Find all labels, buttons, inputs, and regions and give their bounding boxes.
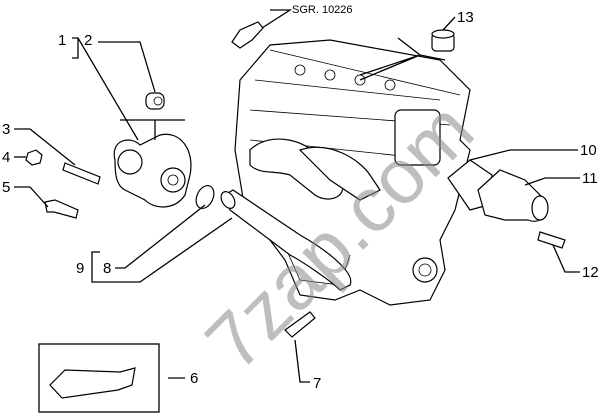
water-pump xyxy=(113,133,192,208)
temperature-sensor xyxy=(231,21,264,49)
bolt-7-part xyxy=(284,311,316,338)
label-9: 9 xyxy=(76,260,84,277)
label-12: 12 xyxy=(582,264,599,281)
sealant-box xyxy=(38,343,160,413)
label-7: 7 xyxy=(313,375,321,392)
bushing-part xyxy=(145,92,165,110)
label-13: 13 xyxy=(457,9,474,26)
label-2: 2 xyxy=(84,32,92,49)
nut-part xyxy=(25,149,43,166)
coolant-pipe xyxy=(224,189,352,291)
label-11: 11 xyxy=(582,170,598,187)
label-10: 10 xyxy=(580,142,597,159)
label-3: 3 xyxy=(2,121,10,138)
label-1: 1 xyxy=(58,32,66,49)
bolt-part xyxy=(44,199,79,219)
sealant-tube xyxy=(49,367,136,399)
bolt-12-part xyxy=(537,231,566,249)
label-8: 8 xyxy=(103,260,111,277)
leader-lines xyxy=(14,9,580,383)
reference-code: SGR. 10226 xyxy=(292,4,353,16)
label-5: 5 xyxy=(2,179,10,196)
label-6: 6 xyxy=(190,370,198,387)
gasket-ring xyxy=(195,185,215,209)
stud-part xyxy=(62,162,101,185)
label-4: 4 xyxy=(2,149,10,166)
